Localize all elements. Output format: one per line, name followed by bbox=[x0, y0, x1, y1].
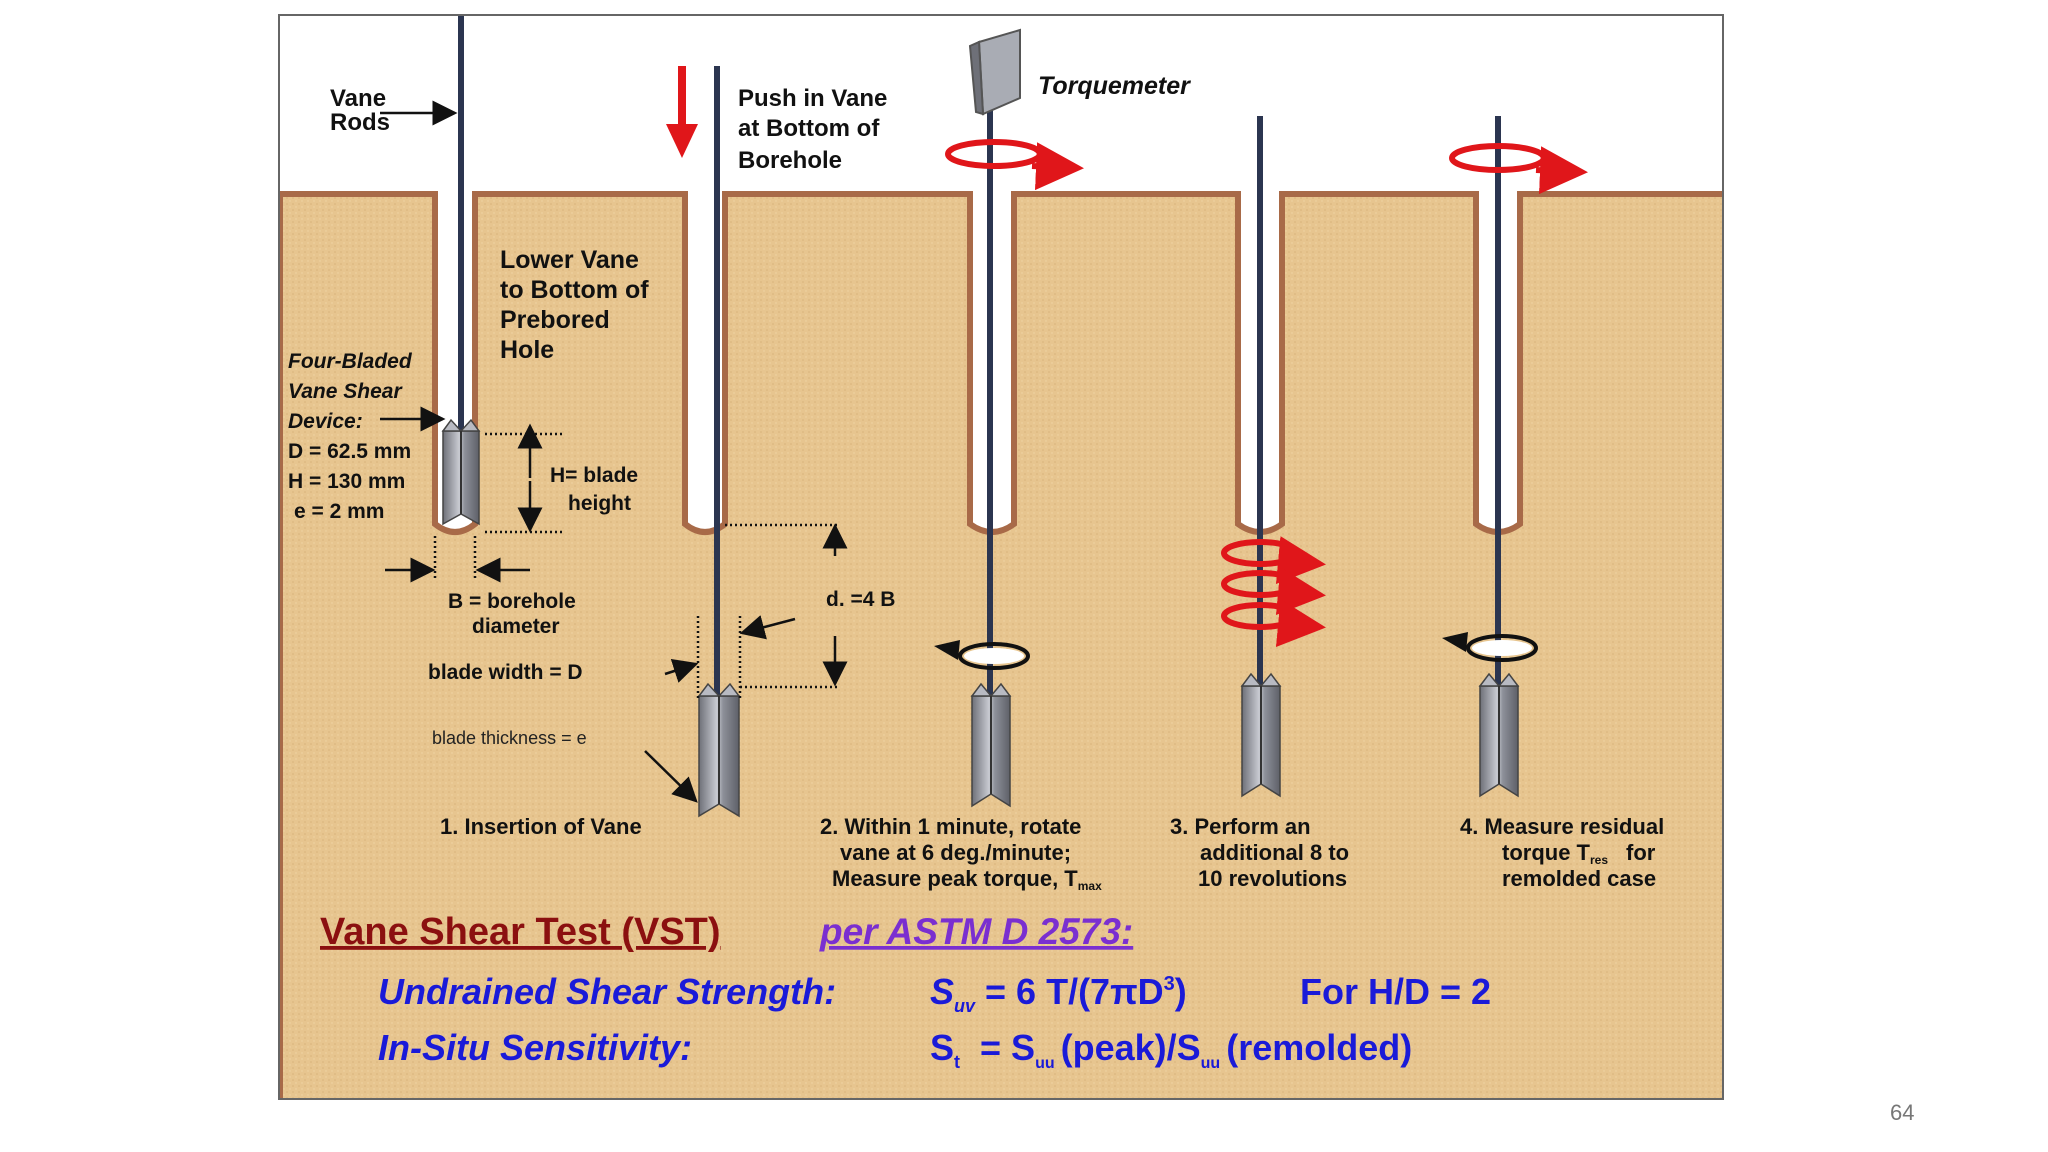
sensitivity-label: In-Situ Sensitivity: bbox=[378, 1027, 692, 1068]
vst-title: Vane Shear Test (VST) bbox=[320, 911, 721, 953]
step-4-line-1: 4. Measure residual bbox=[1460, 814, 1664, 839]
vane-blade-1 bbox=[441, 418, 481, 526]
rotation-icon-top-5 bbox=[1449, 143, 1588, 195]
lower-vane-label-3: Prebored bbox=[500, 306, 610, 334]
step-4-line-3: remolded case bbox=[1502, 866, 1656, 891]
blade-rotation-icon-3 bbox=[934, 640, 1030, 670]
step-3-line-2: additional 8 to bbox=[1200, 840, 1349, 865]
h-blade-label-2: height bbox=[568, 492, 631, 515]
vane-blade-2 bbox=[697, 682, 741, 818]
device-label-2: Vane Shear bbox=[288, 380, 403, 403]
vane-blade-3 bbox=[970, 682, 1012, 808]
lower-vane-label-1: Lower Vane bbox=[500, 246, 639, 274]
push-in-label-2: at Bottom of bbox=[738, 115, 880, 142]
step-1-caption: 1. Insertion of Vane bbox=[440, 814, 642, 839]
blade-thickness-label: blade thickness = e bbox=[432, 728, 587, 748]
vane-rods-label-1: Vane bbox=[330, 85, 386, 112]
lower-vane-label-4: Hole bbox=[500, 336, 554, 364]
device-dim-h: H = 130 mm bbox=[288, 470, 405, 493]
device-label-3: Device: bbox=[288, 410, 363, 433]
vane-blade-4 bbox=[1240, 672, 1282, 798]
vane-rods-label-2: Rods bbox=[330, 109, 390, 136]
astm-standard: per ASTM D 2573: bbox=[819, 911, 1133, 952]
vane-rod-1 bbox=[458, 16, 464, 436]
strength-label: Undrained Shear Strength: bbox=[378, 971, 836, 1012]
push-in-label-3: Borehole bbox=[738, 147, 842, 174]
vane-shear-test-figure: Vane Rods Push in Vane at Bottom of Bore… bbox=[278, 14, 1724, 1100]
blade-width-label: blade width = D bbox=[428, 661, 583, 684]
revolutions-icon bbox=[1221, 536, 1326, 647]
lower-vane-label-2: to Bottom of bbox=[500, 276, 649, 304]
vane-shear-diagram: Vane Rods Push in Vane at Bottom of Bore… bbox=[280, 16, 1722, 1098]
vane-rod-2 bbox=[714, 66, 720, 696]
device-label-1: Four-Bladed bbox=[288, 350, 413, 373]
torquemeter-icon bbox=[968, 28, 1021, 116]
step-2-line-2: vane at 6 deg./minute; bbox=[840, 840, 1071, 865]
device-dim-e: e = 2 mm bbox=[294, 500, 384, 523]
hd-ratio: For H/D = 2 bbox=[1300, 971, 1491, 1012]
dimension-lines bbox=[380, 100, 848, 803]
d-depth-label: d. =4 B bbox=[826, 588, 895, 611]
step-3-line-3: 10 revolutions bbox=[1198, 866, 1347, 891]
step-3-line-1: 3. Perform an bbox=[1170, 814, 1311, 839]
push-down-arrow-icon bbox=[666, 66, 698, 158]
vane-blade-5 bbox=[1478, 672, 1520, 798]
b-borehole-label-1: B = borehole bbox=[448, 590, 576, 613]
vane-rod-4 bbox=[1257, 116, 1263, 686]
vane-rod-5 bbox=[1495, 116, 1501, 686]
blade-rotation-icon-5 bbox=[1442, 632, 1538, 662]
step-2-line-3: Measure peak torque, Tmax bbox=[832, 866, 1102, 893]
h-blade-label-1: H= blade bbox=[550, 464, 638, 487]
sensitivity-formula: St= Suu(peak)/Suu(remolded) bbox=[930, 1027, 1412, 1072]
rotation-icon-top-3 bbox=[945, 139, 1084, 191]
step-2-line-1: 2. Within 1 minute, rotate bbox=[820, 814, 1081, 839]
vane-rod-3 bbox=[987, 96, 993, 696]
device-dim-d: D = 62.5 mm bbox=[288, 440, 411, 463]
page-number: 64 bbox=[1890, 1100, 1915, 1125]
push-in-label-1: Push in Vane bbox=[738, 85, 887, 112]
b-borehole-label-2: diameter bbox=[472, 615, 560, 638]
torquemeter-label: Torquemeter bbox=[1038, 72, 1191, 100]
strength-formula: Suv= 6 T/(7πD3) bbox=[930, 971, 1187, 1016]
